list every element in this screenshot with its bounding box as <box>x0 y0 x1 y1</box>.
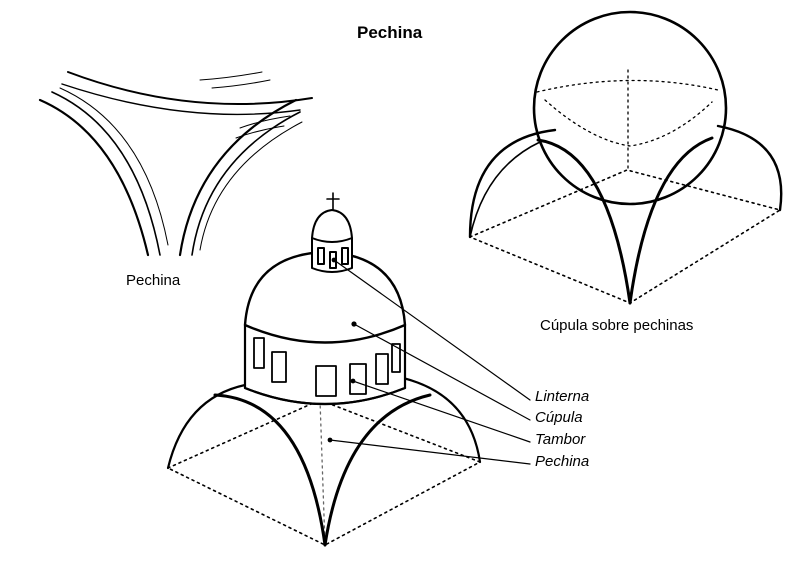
center-arch-front-right <box>323 393 432 547</box>
part-label-cupula: Cúpula <box>535 409 583 426</box>
part-label-tambor: Tambor <box>535 431 586 448</box>
part-label-pechina: Pechina <box>535 453 590 470</box>
arch-front-left <box>536 138 632 305</box>
pendentive-plan-drawing <box>38 71 313 257</box>
center-arch-right <box>401 376 482 464</box>
part-label-linterna: Linterna <box>535 388 590 405</box>
dome-drum-lantern-drawing <box>166 192 482 547</box>
center-base-square <box>167 399 481 546</box>
base-square-dotted <box>469 169 781 304</box>
dome-circle <box>532 10 728 206</box>
drum-windows <box>253 337 401 397</box>
leader-lines <box>329 259 531 465</box>
diagram-title: Pechina <box>357 23 423 42</box>
center-arch-left <box>166 383 247 470</box>
dome-cap <box>243 250 407 344</box>
dome-on-pendentives-caption: Cúpula sobre pechinas <box>540 317 694 334</box>
arch-right <box>716 124 783 212</box>
pendentive-right-arc <box>178 98 303 257</box>
pendentive-top-arc <box>61 71 313 116</box>
arch-left <box>468 128 557 239</box>
dome-on-pendentives-drawing <box>468 10 783 305</box>
arch-front-right <box>628 136 714 305</box>
pendentive-left-arc <box>38 87 169 257</box>
center-arch-front-left <box>213 393 327 547</box>
pendentive-caption: Pechina <box>126 272 181 289</box>
